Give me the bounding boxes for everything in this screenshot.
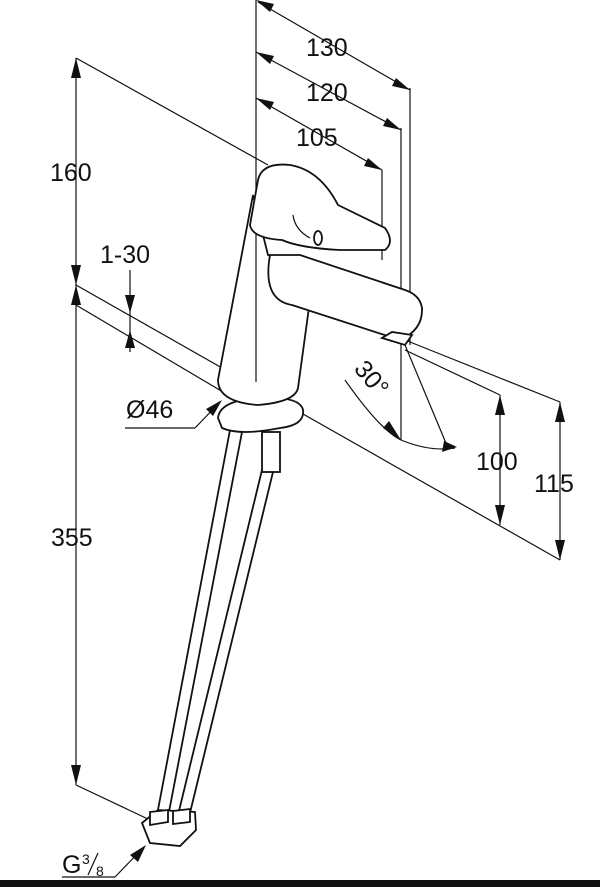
dim-115: 115 <box>534 470 574 498</box>
dim-120: 120 <box>306 79 348 107</box>
dimension-lines <box>62 0 565 878</box>
dim-1-30: 1-30 <box>100 241 150 269</box>
dim-diameter-46: Ø46 <box>126 396 173 424</box>
dim-160: 160 <box>50 159 92 187</box>
dim-100: 100 <box>476 448 518 476</box>
faucet-illustration <box>140 163 423 847</box>
dim-130: 130 <box>306 34 348 62</box>
dimension-labels: 130 120 105 160 1-30 355 Ø46 30° 100 115… <box>50 34 574 879</box>
thread-numerator: 3 <box>82 851 90 867</box>
dim-355: 355 <box>51 524 93 552</box>
thread-denominator: 8 <box>96 863 104 879</box>
dim-105: 105 <box>296 124 338 152</box>
thread-label: G <box>62 851 81 879</box>
bottom-border <box>0 880 600 887</box>
